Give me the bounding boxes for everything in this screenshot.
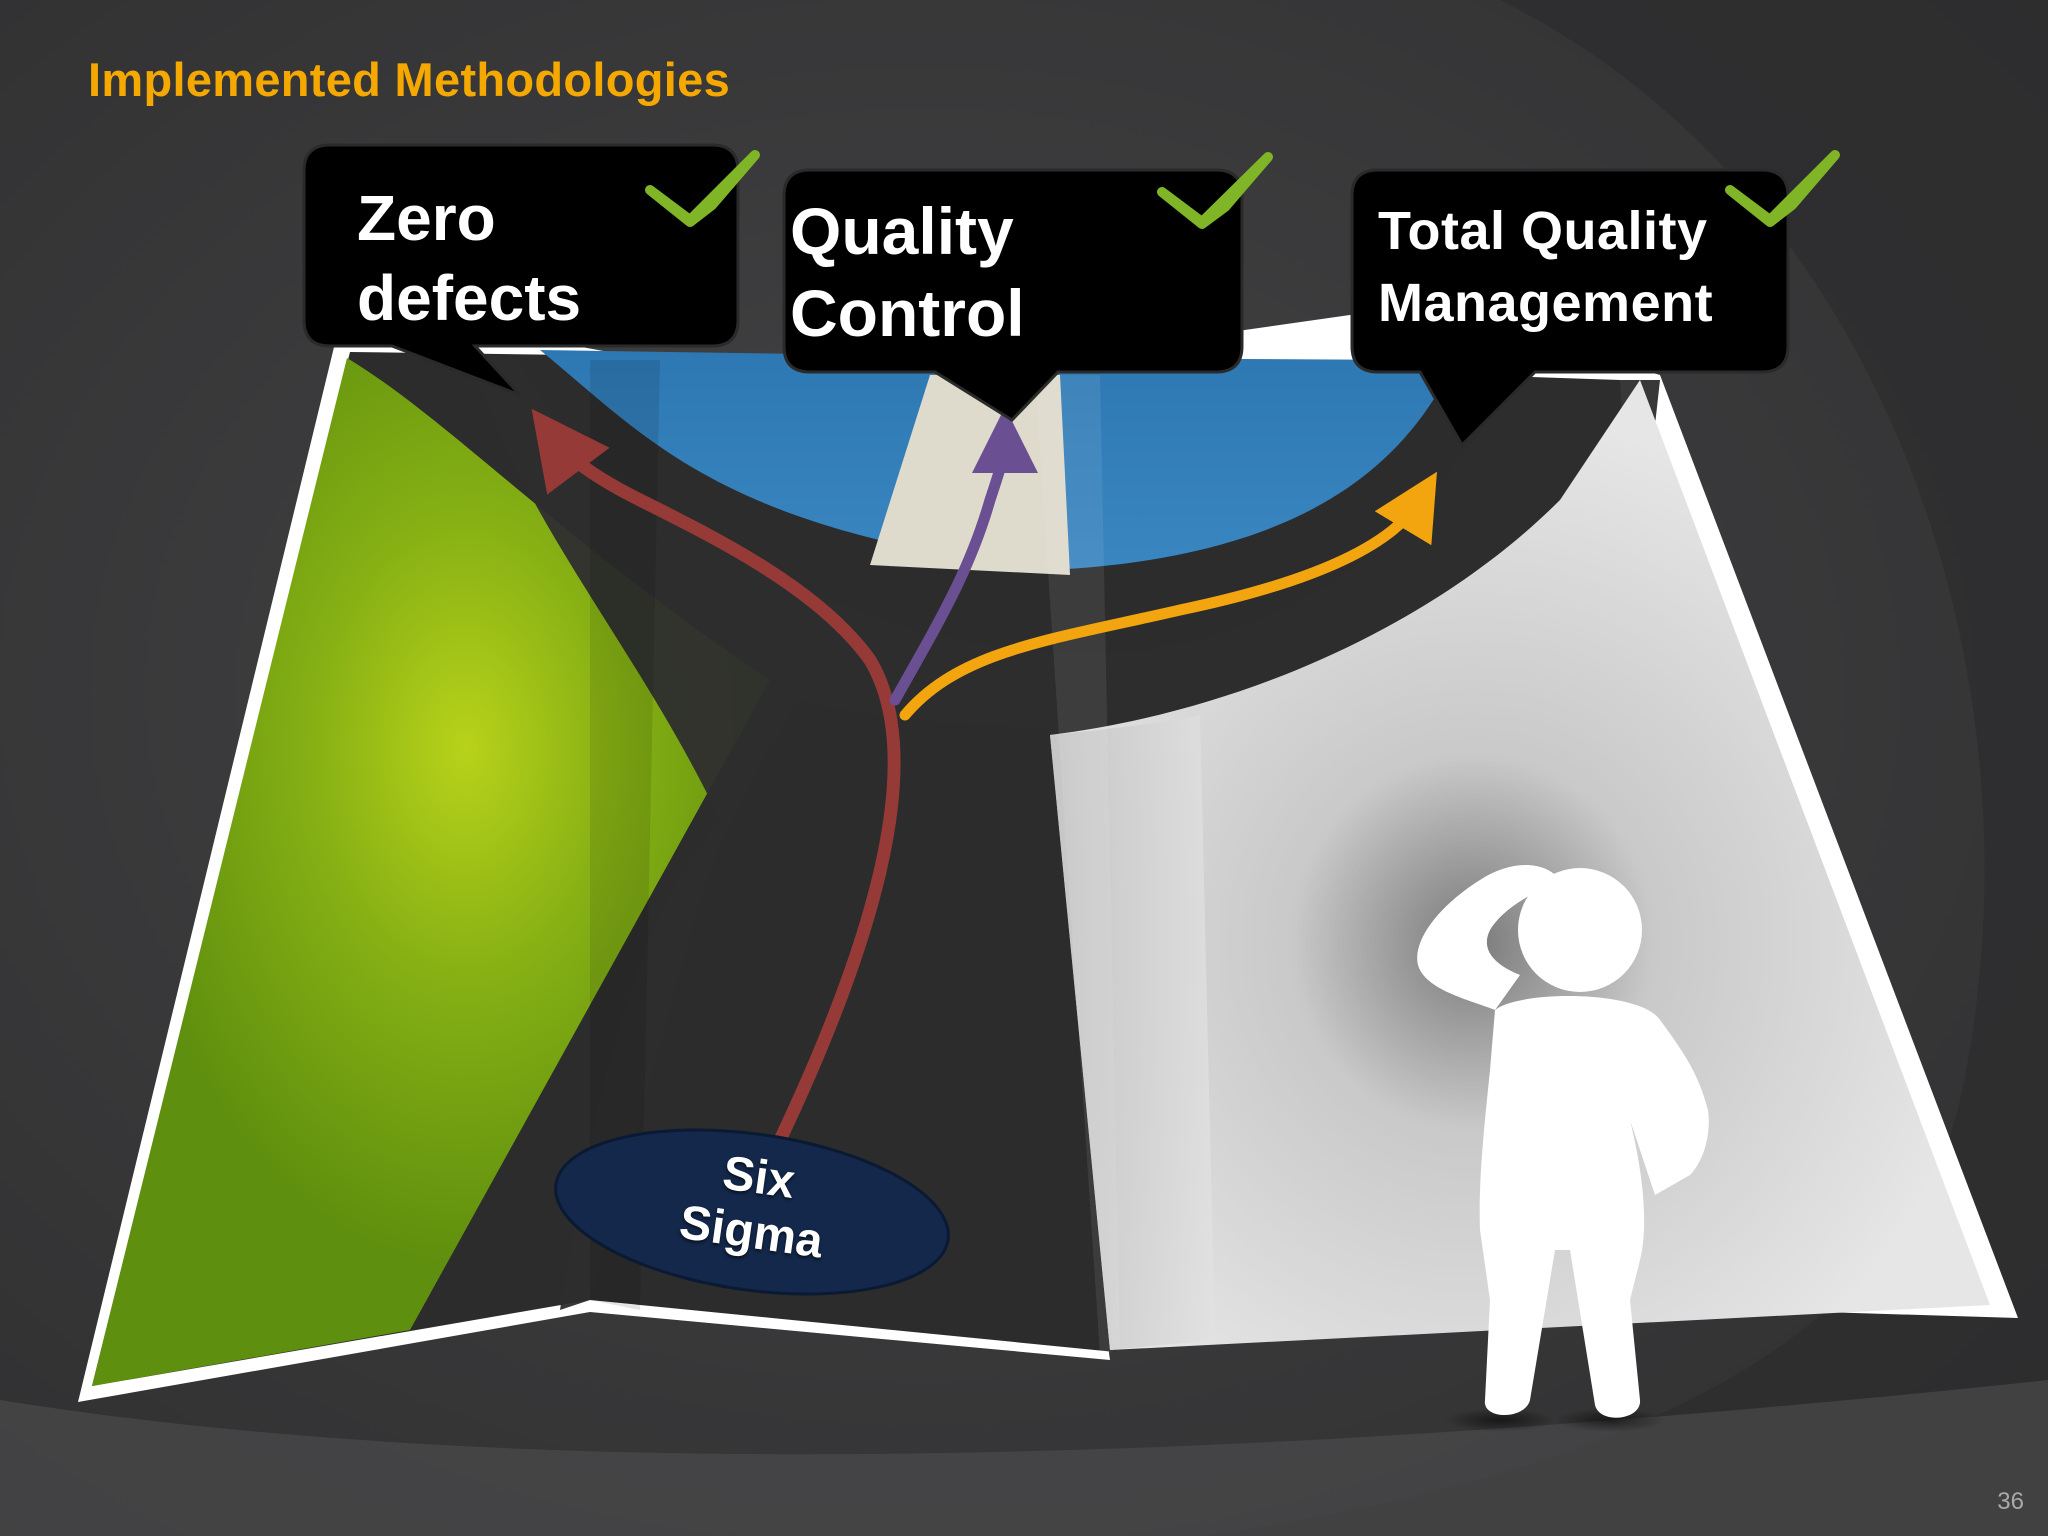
map-grey-panel [1050,380,1990,1350]
callout-label-total-quality-management: Total Quality Management [1378,204,1713,330]
callout-total-quality-management [1350,168,1790,448]
checkmark-icon [1725,150,1840,227]
path-to-zero-defects [531,408,901,1147]
callout-line: defects [357,262,582,334]
callout-line: Zero [357,182,496,254]
callout-line: Management [1378,273,1714,333]
checkmark-icon [645,150,760,227]
callout-zero-defects [302,143,740,397]
background-swirl-light [0,1380,2048,1536]
slide-title: Implemented Methodologies [88,53,731,106]
background-swirl [1200,0,2048,1536]
path-to-total-quality-management [899,471,1438,721]
callout-line: Total Quality [1378,201,1708,261]
map-grey-fold [1050,715,1215,1350]
six-sigma-ellipse [554,1128,950,1296]
page-number: 36 [1997,1488,2024,1515]
callout-line: Control [790,276,1025,350]
callout-line: Quality [790,194,1014,268]
person-thinking-icon [1417,865,1709,1432]
checkmark-icon [1157,152,1273,229]
path-to-quality-control [889,407,1038,706]
map-fold-shade-2 [1035,375,1120,1355]
map-green-field [92,358,770,1386]
callout-label-quality-control: Quality Control [790,198,1025,346]
map-road-curve [470,355,1660,1310]
map-fold-shade [590,360,660,1310]
callout-label-zero-defects: Zero defects [357,186,581,330]
